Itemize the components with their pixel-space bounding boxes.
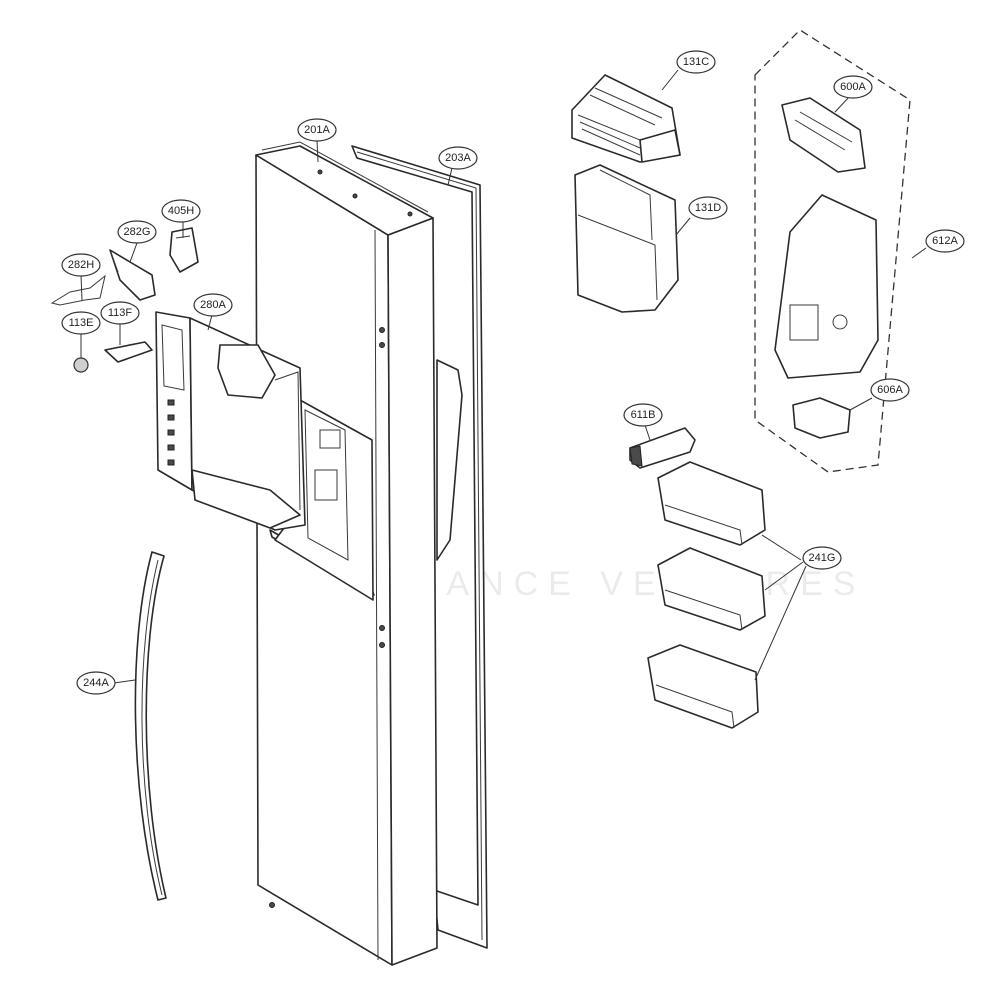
- svg-text:282H: 282H: [68, 259, 94, 271]
- lever-282G: [109, 249, 156, 301]
- callout-405H: 405H: [161, 199, 201, 223]
- ice-bin: [574, 164, 679, 313]
- svg-text:244A: 244A: [83, 677, 109, 689]
- svg-text:201A: 201A: [304, 124, 330, 136]
- callout-280A: 280A: [193, 293, 233, 317]
- cap-113E: [73, 357, 89, 373]
- door-bin-3: [647, 644, 759, 729]
- callout-131D: 131D: [688, 196, 728, 220]
- ice-maker-housing-612A: [774, 194, 879, 379]
- callout-606A: 606A: [870, 378, 910, 402]
- callout-131C: 131C: [676, 50, 716, 74]
- callout-282H: 282H: [61, 253, 101, 277]
- svg-text:203A: 203A: [445, 152, 471, 164]
- callout-113E: 113E: [61, 311, 101, 335]
- ice-maker-group-boundary: [754, 29, 911, 473]
- freezer-door-panel: [255, 141, 463, 966]
- svg-text:131C: 131C: [683, 56, 709, 68]
- door-handle: [134, 551, 167, 901]
- water-filter: [629, 427, 696, 469]
- callout-203A: 203A: [438, 146, 478, 170]
- ice-maker-600A: [781, 97, 866, 173]
- callout-612A: 612A: [925, 229, 965, 253]
- svg-text:241G: 241G: [809, 552, 836, 564]
- svg-text:113E: 113E: [69, 317, 94, 329]
- svg-text:282G: 282G: [124, 226, 151, 238]
- part-113F: [104, 341, 153, 363]
- svg-text:600A: 600A: [840, 81, 866, 93]
- ice-bin-cover: [571, 74, 681, 163]
- actuator-405H: [169, 227, 199, 273]
- callout-201A: 201A: [297, 118, 337, 142]
- svg-text:280A: 280A: [200, 299, 226, 311]
- lever-282H: [50, 274, 106, 306]
- callout-282G: 282G: [117, 220, 157, 244]
- door-bin-1: [657, 461, 766, 546]
- svg-text:113F: 113F: [108, 307, 133, 319]
- dispenser-assembly: [155, 311, 306, 531]
- svg-text:606A: 606A: [877, 384, 903, 396]
- callout-113F: 113F: [100, 301, 140, 325]
- motor-606A: [792, 397, 851, 439]
- svg-text:611B: 611B: [631, 409, 656, 421]
- callout-600A: 600A: [833, 75, 873, 99]
- door-bin-2: [657, 547, 766, 631]
- svg-text:612A: 612A: [932, 235, 958, 247]
- svg-text:131D: 131D: [695, 202, 721, 214]
- callout-241G: 241G: [802, 546, 842, 570]
- callout-611B: 611B: [623, 403, 663, 427]
- svg-text:405H: 405H: [168, 205, 194, 217]
- callout-244A: 244A: [76, 671, 116, 695]
